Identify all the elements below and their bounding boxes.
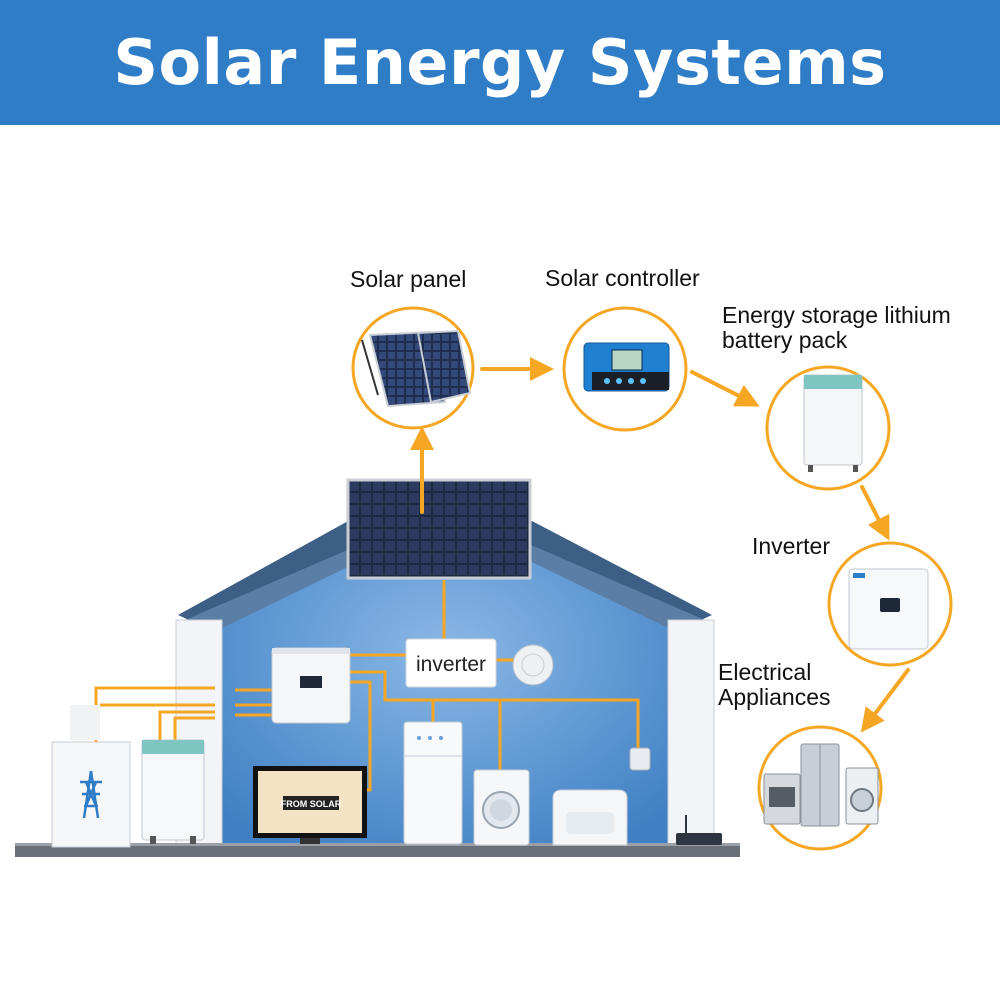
house-roof — [178, 505, 712, 625]
title-banner: Solar Energy Systems — [0, 0, 1000, 125]
page-title: Solar Energy Systems — [113, 26, 887, 99]
label-battery-pack: Energy storage lithium battery pack — [722, 302, 951, 353]
label-inverter: Inverter — [752, 533, 830, 559]
house-thermostat — [629, 747, 651, 771]
tv-text: FROM SOLAR — [281, 799, 342, 809]
grid-cabinet — [51, 705, 131, 848]
arrow-battery-to-inverter — [860, 485, 890, 541]
house-sofa — [552, 789, 628, 846]
transmission-tower-icon — [80, 770, 102, 819]
house-meter — [512, 644, 554, 686]
circle-solar-panel — [351, 306, 475, 430]
house-inverter-box: inverter — [405, 638, 497, 688]
label-solar-controller: Solar controller — [545, 265, 700, 291]
circle-inverter — [827, 541, 953, 667]
house-inverter-text: inverter — [416, 653, 486, 676]
house-tv: FROM SOLAR — [253, 766, 367, 844]
label-solar-panel: Solar panel — [350, 266, 467, 292]
circle-solar-controller — [562, 306, 688, 432]
arrow-controller-to-battery — [690, 370, 760, 407]
house-hybrid-inverter — [271, 647, 351, 724]
house-floor — [15, 845, 740, 857]
flow-arrows — [410, 357, 910, 733]
circle-appliances — [757, 725, 883, 851]
circle-battery-pack — [765, 365, 891, 491]
house-washer — [473, 769, 530, 846]
house-battery — [141, 739, 205, 844]
rooftop-solar-panel — [346, 478, 532, 580]
house-router — [676, 815, 722, 845]
house-fridge — [403, 721, 463, 845]
arrow-inverter-to-appliances — [860, 668, 910, 733]
label-appliances: Electrical Appliances — [718, 659, 831, 710]
